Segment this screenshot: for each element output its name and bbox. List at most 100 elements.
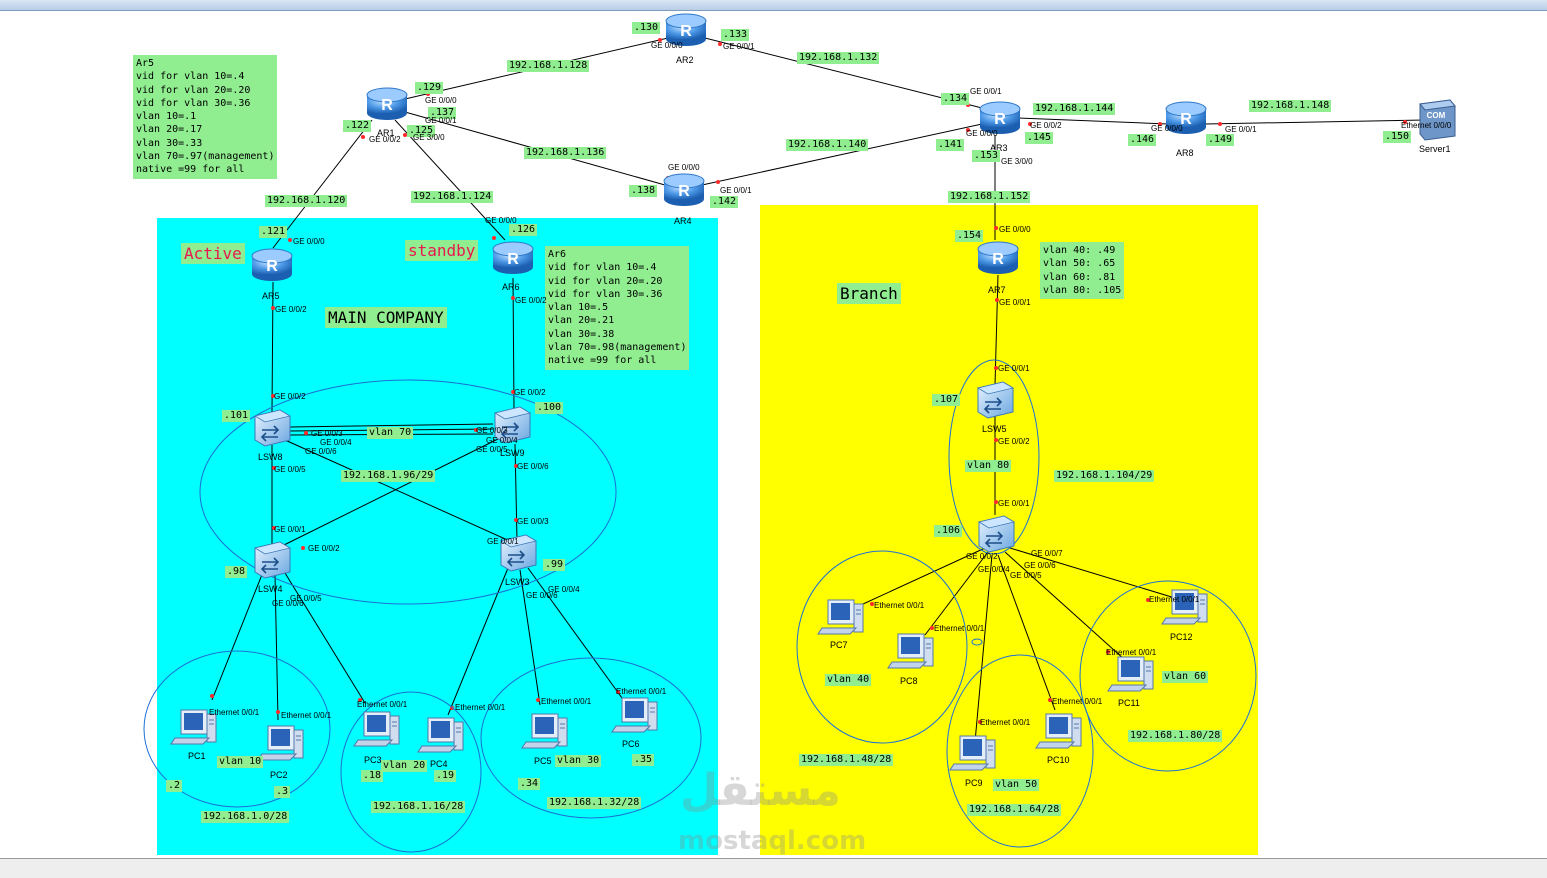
lsw9-name: LSW9 bbox=[500, 448, 525, 458]
switch-lsw6-icon[interactable] bbox=[978, 515, 1015, 553]
net-104-label: 192.168.1.104/29 bbox=[1054, 470, 1155, 482]
port-label: Ethernet 0/0/1 bbox=[541, 697, 592, 706]
net-32-label: 192.168.1.32/28 bbox=[547, 797, 642, 809]
port-label: GE 0/0/2 bbox=[308, 544, 340, 553]
port-label: Ethernet 0/0/1 bbox=[1052, 697, 1103, 706]
port-label: GE 0/0/2 bbox=[515, 296, 547, 305]
port-label: GE 0/0/0 bbox=[668, 163, 700, 172]
host-99-label: .99 bbox=[543, 559, 566, 571]
vlan-20-label: vlan 20 bbox=[381, 760, 428, 772]
router-ar4-icon[interactable] bbox=[663, 173, 705, 207]
port-label: GE 0/0/4 bbox=[486, 436, 518, 445]
vlan-10-label: vlan 10 bbox=[217, 756, 264, 768]
net-132-label: 192.168.1.132 bbox=[797, 52, 880, 64]
port-label: GE 0/0/1 bbox=[970, 87, 1002, 96]
router-ar7-icon[interactable] bbox=[977, 241, 1019, 275]
host-149-label: .149 bbox=[1206, 134, 1235, 146]
net-152-label: 192.168.1.152 bbox=[948, 191, 1031, 203]
port-label: GE 0/0/5 bbox=[1010, 571, 1042, 580]
pc2-icon[interactable] bbox=[257, 725, 304, 761]
standby-role-label: standby bbox=[405, 240, 479, 261]
pc3-icon[interactable] bbox=[353, 711, 400, 747]
host-153-label: .153 bbox=[972, 150, 1001, 162]
net-140-label: 192.168.1.140 bbox=[786, 139, 869, 151]
server-icon[interactable]: COM bbox=[1419, 99, 1456, 141]
port-label: GE 0/0/0 bbox=[1151, 124, 1183, 133]
pc5-icon[interactable] bbox=[521, 713, 568, 749]
server1-name: Server1 bbox=[1419, 144, 1451, 154]
lsw4-name: LSW4 bbox=[258, 584, 283, 594]
vlan-60-label: vlan 60 bbox=[1162, 671, 1209, 683]
vlan-rings bbox=[143, 359, 1257, 853]
port-label: GE 0/0/3 bbox=[311, 429, 343, 438]
host-154-label: .154 bbox=[955, 230, 984, 242]
pc8-name: PC8 bbox=[900, 676, 918, 686]
port-label: Ethernet 0/0/1 bbox=[357, 700, 408, 709]
pc9-icon[interactable] bbox=[949, 735, 996, 771]
switch-lsw8-icon[interactable] bbox=[254, 409, 291, 447]
pc6-name: PC6 bbox=[622, 739, 640, 749]
host-35-label: .35 bbox=[632, 754, 655, 766]
port-label: GE 0/0/5 bbox=[476, 445, 508, 454]
host-100-label: .100 bbox=[535, 402, 564, 414]
host-34-label: .34 bbox=[518, 778, 541, 790]
host-125-label: .125 bbox=[407, 125, 436, 137]
ar5-config-note: Ar5 vid for vlan 10=.4 vid for vlan 20=.… bbox=[133, 55, 278, 179]
pc2-name: PC2 bbox=[270, 770, 288, 780]
branch-title: Branch bbox=[837, 283, 901, 304]
main-company-title: MAIN COMPANY bbox=[325, 307, 447, 328]
pc6-icon[interactable] bbox=[611, 697, 658, 733]
port-label: Ethernet 0/0/1 bbox=[874, 601, 925, 610]
port-label: Ethernet 0/0/1 bbox=[455, 703, 506, 712]
port-label: GE 0/0/2 bbox=[275, 305, 307, 314]
host-137-label: .137 bbox=[428, 107, 457, 119]
port-label: Ethernet 0/0/1 bbox=[934, 624, 985, 633]
switch-lsw4-icon[interactable] bbox=[254, 541, 291, 579]
pc12-name: PC12 bbox=[1170, 632, 1193, 642]
switch-lsw5-icon[interactable] bbox=[977, 381, 1014, 419]
server-com-tag: COM bbox=[1427, 111, 1446, 120]
port-label: GE 0/0/1 bbox=[487, 537, 519, 546]
port-label: Ethernet 0/0/1 bbox=[209, 708, 260, 717]
port-label: GE 0/0/0 bbox=[651, 41, 683, 50]
port-label: Ethernet 0/0/1 bbox=[281, 711, 332, 720]
net-64-label: 192.168.1.64/28 bbox=[967, 804, 1062, 816]
watermark-url: mostaql.com bbox=[678, 826, 867, 856]
port-label: GE 0/0/4 bbox=[548, 585, 580, 594]
host-134-label: .134 bbox=[941, 93, 970, 105]
router-ar1-icon[interactable] bbox=[366, 87, 408, 121]
port-label: GE 0/0/1 bbox=[723, 42, 755, 51]
window-status-bar bbox=[0, 858, 1547, 878]
net-96-label: 192.168.1.96/29 bbox=[341, 470, 436, 482]
net-0-label: 192.168.1.0/28 bbox=[201, 811, 290, 823]
pc9-name: PC9 bbox=[965, 778, 983, 788]
host-138-label: .138 bbox=[629, 185, 658, 197]
links bbox=[211, 37, 1426, 743]
lsw5-name: LSW5 bbox=[982, 424, 1007, 434]
host-107-label: .107 bbox=[932, 394, 961, 406]
router-ar6-icon[interactable] bbox=[492, 241, 534, 275]
net-48-label: 192.168.1.48/28 bbox=[799, 754, 894, 766]
net-16-label: 192.168.1.16/28 bbox=[371, 801, 466, 813]
host-142-label: .142 bbox=[710, 196, 739, 208]
port-label: GE 0/0/1 bbox=[998, 499, 1030, 508]
ar4-name: AR4 bbox=[674, 216, 692, 226]
host-101-label: .101 bbox=[222, 410, 251, 422]
pc8-icon[interactable] bbox=[887, 633, 934, 669]
pc7-icon[interactable] bbox=[817, 599, 864, 635]
net-144-label: 192.168.1.144 bbox=[1033, 103, 1116, 115]
pc4-icon[interactable] bbox=[417, 717, 464, 753]
lsw3-name: LSW3 bbox=[505, 577, 530, 587]
pc10-icon[interactable] bbox=[1035, 713, 1082, 749]
net-120-label: 192.168.1.120 bbox=[265, 195, 348, 207]
host-146-label: .146 bbox=[1128, 134, 1157, 146]
pc11-icon[interactable] bbox=[1107, 656, 1154, 692]
port-label: GE 0/0/1 bbox=[999, 298, 1031, 307]
port-label: GE 0/0/2 bbox=[274, 392, 306, 401]
host-98-label: .98 bbox=[225, 566, 248, 578]
port-label: GE 0/0/1 bbox=[998, 364, 1030, 373]
router-ar5-icon[interactable] bbox=[251, 248, 293, 282]
vlan-30-label: vlan 30 bbox=[555, 755, 602, 767]
host-130-label: .130 bbox=[632, 22, 661, 34]
